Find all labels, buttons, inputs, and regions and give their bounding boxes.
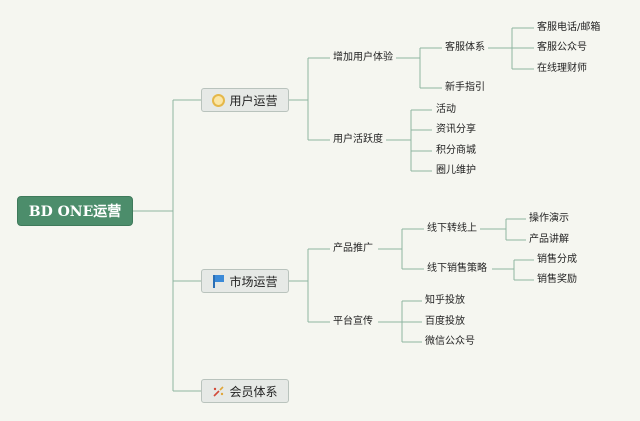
leaf-service-item[interactable]: 客服公众号 [537,42,587,53]
leaf-activity-item[interactable]: 圈儿维护 [436,165,476,176]
node-member[interactable]: 会员体系 [201,379,289,403]
leaf-service-item[interactable]: 客服电话/邮箱 [537,22,601,33]
leaf-offline-online-item[interactable]: 产品讲解 [529,234,569,245]
node-service-system[interactable]: 客服体系 [445,42,485,53]
root-node[interactable]: BD ONE运营 [17,196,133,226]
node-market-ops[interactable]: 市场运营 [201,269,289,293]
coin-icon [212,93,226,107]
node-user-ops-label: 用户运营 [229,93,278,108]
node-member-label: 会员体系 [229,384,278,399]
leaf-offline-sales-item[interactable]: 销售分成 [537,254,577,265]
root-label: BD ONE运营 [28,204,122,220]
node-platform[interactable]: 平台宣传 [333,316,373,327]
leaf-service-item[interactable]: 在线理财师 [537,63,587,74]
node-promotion[interactable]: 产品推广 [333,243,373,254]
node-user-ops[interactable]: 用户运营 [201,88,289,112]
leaf-activity-item[interactable]: 资讯分享 [436,124,476,135]
node-activity[interactable]: 用户活跃度 [333,134,383,145]
node-newbie[interactable]: 新手指引 [445,82,485,93]
node-market-ops-label: 市场运营 [229,274,278,289]
node-offline-sales[interactable]: 线下销售策略 [427,263,487,274]
node-experience[interactable]: 增加用户体验 [333,52,393,63]
flag-icon [212,274,225,288]
leaf-activity-item[interactable]: 积分商城 [436,145,476,156]
leaf-offline-sales-item[interactable]: 销售奖励 [537,274,577,285]
leaf-platform-item[interactable]: 知乎投放 [425,295,465,306]
leaf-platform-item[interactable]: 百度投放 [425,316,465,327]
leaf-offline-online-item[interactable]: 操作演示 [529,213,569,224]
leaf-activity-item[interactable]: 活动 [436,104,456,115]
leaf-platform-item[interactable]: 微信公众号 [425,336,475,347]
node-offline-online[interactable]: 线下转线上 [427,223,477,234]
sparkle-icon [212,385,225,398]
